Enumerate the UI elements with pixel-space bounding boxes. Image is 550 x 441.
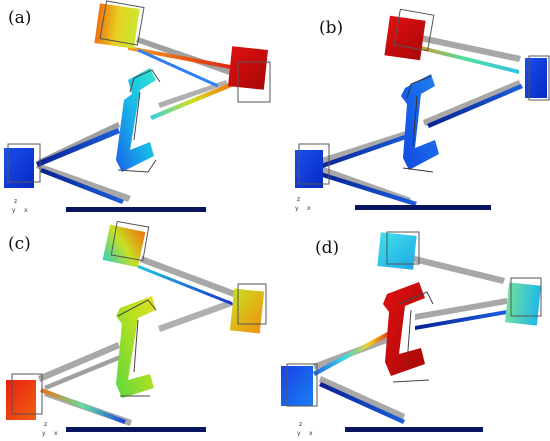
mechanism-diagram-a — [4, 0, 271, 212]
gray-strut — [36, 163, 131, 202]
gray-strut — [158, 80, 228, 108]
colored-cable — [36, 128, 120, 167]
reference-outline — [286, 363, 318, 407]
axis-z-label: z — [14, 198, 18, 205]
colored-cable — [415, 310, 507, 330]
reference-outline — [386, 231, 420, 265]
colored-cable — [319, 172, 417, 206]
panel-b: (b) z y x — [275, 0, 550, 220]
end-effector-block — [94, 3, 140, 49]
ground-plate — [66, 427, 206, 432]
reference-outline — [528, 55, 550, 101]
axis-x-label: x — [309, 430, 313, 437]
ground-plate — [345, 427, 483, 432]
axis-y-label: y — [42, 430, 46, 437]
colored-cable — [40, 168, 124, 204]
gray-strut — [415, 298, 507, 320]
axis-z-label: z — [299, 421, 303, 428]
colored-cable — [150, 82, 234, 120]
base-block — [4, 148, 34, 188]
end-effector-block — [384, 15, 426, 61]
mechanism-diagram-d — [281, 231, 542, 432]
reference-outline — [110, 220, 150, 262]
z-linkage — [116, 296, 156, 398]
colored-cable — [40, 388, 126, 424]
axis-triad: z y x — [12, 198, 34, 216]
gray-strut — [44, 354, 124, 390]
axis-triad: z y x — [42, 421, 64, 439]
reference-outline — [393, 8, 435, 52]
reference-outline — [7, 143, 41, 183]
z-linkage — [116, 68, 156, 172]
reference-outline — [510, 277, 542, 317]
reference-outline — [392, 291, 434, 383]
reference-outline — [117, 69, 161, 173]
ground-plate — [355, 205, 491, 210]
colored-cable — [315, 132, 415, 170]
panel-d: (d) z y x — [275, 220, 550, 440]
panel-label-c: (c) — [8, 234, 31, 254]
end-effector-block — [504, 282, 542, 326]
colored-cable — [427, 84, 523, 128]
mechanism-diagram-b — [295, 8, 550, 210]
gray-strut — [405, 254, 505, 284]
end-effector-block — [228, 46, 268, 90]
gray-strut — [423, 80, 521, 126]
axis-x-label: x — [54, 430, 58, 437]
gray-strut — [136, 37, 234, 76]
ground-plate — [66, 207, 206, 212]
gray-strut — [38, 342, 120, 382]
colored-cable — [313, 330, 393, 376]
reference-outline — [402, 75, 434, 173]
gray-strut — [415, 34, 521, 62]
reference-outline — [237, 283, 267, 325]
panel-label-a: (a) — [8, 8, 32, 28]
panel-c: (c) z y x — [0, 220, 275, 440]
end-effector-block — [102, 224, 146, 268]
axis-x-label: x — [24, 207, 28, 214]
mechanism-diagram-c — [6, 220, 267, 432]
reference-outline — [298, 143, 330, 185]
axis-triad: z y x — [295, 196, 317, 214]
base-block — [6, 380, 36, 420]
z-linkage — [383, 282, 425, 376]
axis-z-label: z — [297, 196, 301, 203]
end-effector-block — [229, 288, 265, 334]
axis-y-label: y — [297, 430, 301, 437]
gray-strut — [158, 300, 232, 332]
end-effector-block — [525, 58, 547, 98]
axis-y-label: y — [295, 205, 299, 212]
panel-label-d: (d) — [315, 238, 340, 258]
reference-outline — [117, 299, 157, 397]
colored-cable — [137, 48, 219, 88]
axis-triad: z y x — [297, 421, 319, 439]
reference-outline — [237, 61, 271, 103]
colored-cable — [413, 44, 519, 74]
gray-strut — [319, 376, 405, 420]
colored-cable — [128, 46, 236, 70]
colored-cable — [136, 264, 234, 306]
axis-z-label: z — [44, 421, 48, 428]
reference-outline — [11, 373, 43, 415]
gray-strut — [315, 128, 417, 166]
base-block — [295, 150, 323, 188]
reference-outline — [99, 0, 145, 46]
axis-y-label: y — [12, 207, 16, 214]
base-block — [281, 366, 313, 406]
panel-label-b: (b) — [319, 18, 344, 38]
z-linkage — [401, 74, 439, 170]
gray-strut — [140, 256, 238, 298]
axis-x-label: x — [307, 205, 311, 212]
colored-cable — [319, 382, 405, 424]
panel-a: (a) z y x — [0, 0, 275, 220]
